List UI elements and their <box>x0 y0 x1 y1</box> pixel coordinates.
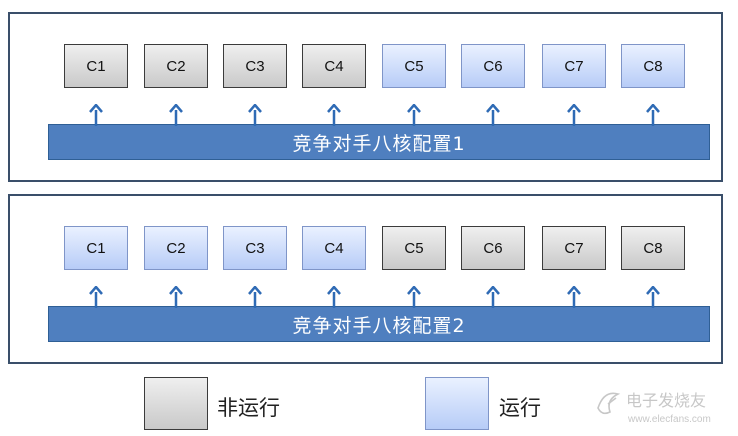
up-arrow-icon <box>567 286 581 308</box>
core-c2: C2 <box>144 226 208 270</box>
up-arrow-icon <box>248 104 262 126</box>
core-c3: C3 <box>223 226 287 270</box>
core-c6: C6 <box>461 44 525 88</box>
up-arrow-icon <box>169 104 183 126</box>
up-arrow-icon <box>646 104 660 126</box>
core-c6: C6 <box>461 226 525 270</box>
up-arrow-icon <box>407 286 421 308</box>
core-c3: C3 <box>223 44 287 88</box>
up-arrow-icon <box>169 286 183 308</box>
core-c4: C4 <box>302 44 366 88</box>
up-arrow-icon <box>327 286 341 308</box>
up-arrow-icon <box>327 104 341 126</box>
watermark-logo: 电子发烧友 www.elecfans.com <box>597 391 711 425</box>
watermark-text: 电子发烧友 <box>626 391 706 410</box>
config-bar: 竞争对手八核配置2 <box>48 306 710 342</box>
up-arrow-icon <box>486 286 500 308</box>
up-arrow-icon <box>89 286 103 308</box>
core-c5: C5 <box>382 226 446 270</box>
up-arrow-icon <box>486 104 500 126</box>
core-c8: C8 <box>621 44 685 88</box>
up-arrow-icon <box>89 104 103 126</box>
configuration-panel-2: C1 C2 C3 C4 C5 C6 C7 C8 竞争对手八核配置2 <box>8 194 723 364</box>
core-c1: C1 <box>64 44 128 88</box>
core-c2: C2 <box>144 44 208 88</box>
legend-running-label: 运行 <box>499 396 541 420</box>
up-arrow-icon <box>248 286 262 308</box>
config-bar: 竞争对手八核配置1 <box>48 124 710 160</box>
up-arrow-icon <box>646 286 660 308</box>
core-c1: C1 <box>64 226 128 270</box>
core-c8: C8 <box>621 226 685 270</box>
legend-non-running-label: 非运行 <box>217 396 280 420</box>
up-arrow-icon <box>567 104 581 126</box>
core-c4: C4 <box>302 226 366 270</box>
core-c7: C7 <box>542 44 606 88</box>
watermark-icon <box>597 392 621 415</box>
legend-running-swatch <box>425 377 489 430</box>
core-c5: C5 <box>382 44 446 88</box>
up-arrow-icon <box>407 104 421 126</box>
legend-non-running-swatch <box>144 377 208 430</box>
core-c7: C7 <box>542 226 606 270</box>
watermark-url: www.elecfans.com <box>627 414 711 425</box>
configuration-panel-1: C1 C2 C3 C4 C5 C6 C7 C8 竞争对手八核配置1 <box>8 12 723 182</box>
